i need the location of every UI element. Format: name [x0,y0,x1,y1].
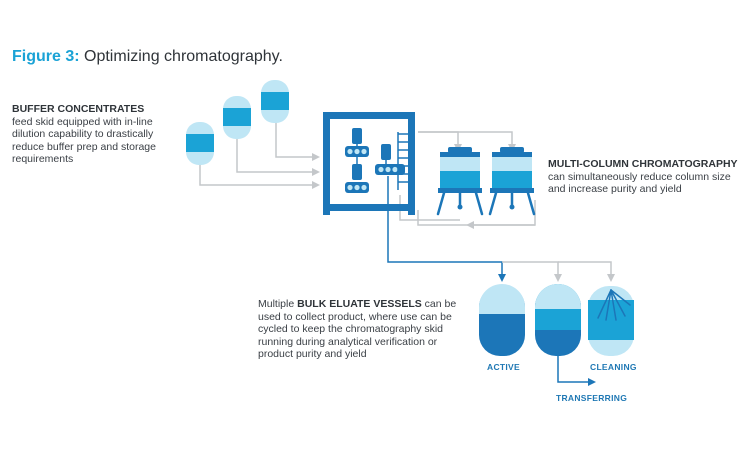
buffer-line-4: requirements [12,153,74,166]
bulk-description: Multiple BULK ELUATE VESSELS can be used… [258,298,473,361]
bulk-bold: BULK ELUATE VESSELS [297,298,422,310]
buffer-line-1: feed skid equipped with in-line [12,115,153,128]
buffer-tank-3 [261,80,289,123]
buffer-line-3: reduce buffer prep and storage [12,140,156,153]
buffer-heading: BUFFER CONCENTRATES [12,103,145,115]
buffer-tank-2 [223,96,251,139]
bulk-line-5: product purity and yield [258,348,367,361]
bulk-line-3: cycled to keep the chromatography skid [258,323,444,336]
bulk-post: can be [421,298,457,310]
buffer-tank-1 [186,122,214,165]
bulk-line-4: running during analytical verification o… [258,335,438,348]
chromatography-column-1 [436,147,484,216]
label-active: ACTIVE [487,362,520,372]
bulk-line-2: used to collect product, where use can b… [258,310,452,323]
figure-label: Figure 3: [12,48,80,65]
buffer-description: BUFFER CONCENTRATES feed skid equipped w… [12,103,192,166]
skid-to-column-lines [399,131,536,229]
vessel-transferring [535,284,581,356]
buffer-line-2: dilution capability to drastically [12,128,154,141]
multicolumn-line-2: and increase purity and yield [548,183,682,196]
vessel-cleaning [588,286,634,356]
figure-title: Figure 3: Optimizing chromatography. [12,48,283,66]
multicolumn-description: MULTI-COLUMN CHROMATOGRAPHY can simultan… [548,158,748,196]
eluate-lines [387,176,615,386]
bulk-pre: Multiple [258,298,298,310]
multicolumn-heading: MULTI-COLUMN CHROMATOGRAPHY [548,158,738,170]
figure-title-text: Optimizing chromatography. [84,48,283,65]
multicolumn-line-1: can simultaneously reduce column size [548,170,731,183]
buffer-feed-lines [199,122,320,189]
chromatography-column-2 [488,147,536,216]
chromatography-skid [323,112,415,215]
vessel-active [479,284,525,356]
label-transferring: TRANSFERRING [556,393,628,403]
label-cleaning: CLEANING [590,362,637,372]
